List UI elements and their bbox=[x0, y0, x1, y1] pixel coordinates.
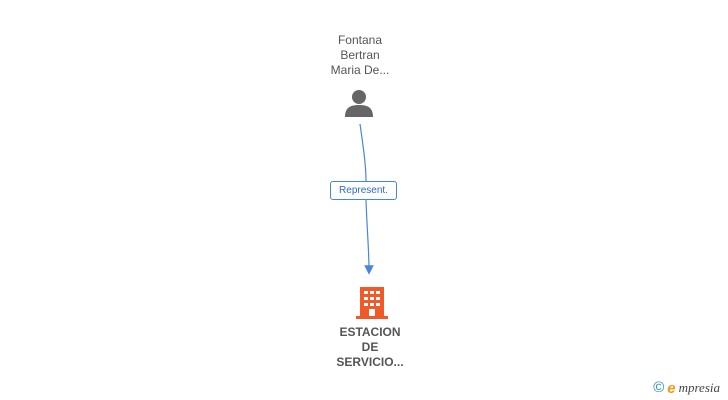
edge-line-upper bbox=[359, 123, 367, 182]
person-name[interactable]: Fontana Bertran Maria De... bbox=[300, 33, 420, 78]
relation-label[interactable]: Represent. bbox=[330, 181, 397, 200]
company-name-line-3: SERVICIO... bbox=[336, 355, 404, 369]
person-name-line-3: Maria De... bbox=[330, 63, 390, 77]
company-name-line-1: ESTACION bbox=[339, 325, 401, 339]
company-name-line-2: DE bbox=[361, 340, 379, 354]
company-name[interactable]: ESTACION DE SERVICIO... bbox=[310, 325, 430, 370]
brand-logo-text: mpresia bbox=[678, 380, 720, 395]
brand-logo-e: e bbox=[667, 379, 676, 397]
person-name-line-2: Bertran bbox=[340, 48, 380, 62]
person-icon[interactable] bbox=[344, 88, 374, 118]
edge-line-lower bbox=[364, 199, 374, 275]
copyright-icon: © bbox=[653, 379, 665, 396]
person-name-line-1: Fontana bbox=[337, 33, 383, 47]
building-icon[interactable] bbox=[356, 285, 388, 319]
